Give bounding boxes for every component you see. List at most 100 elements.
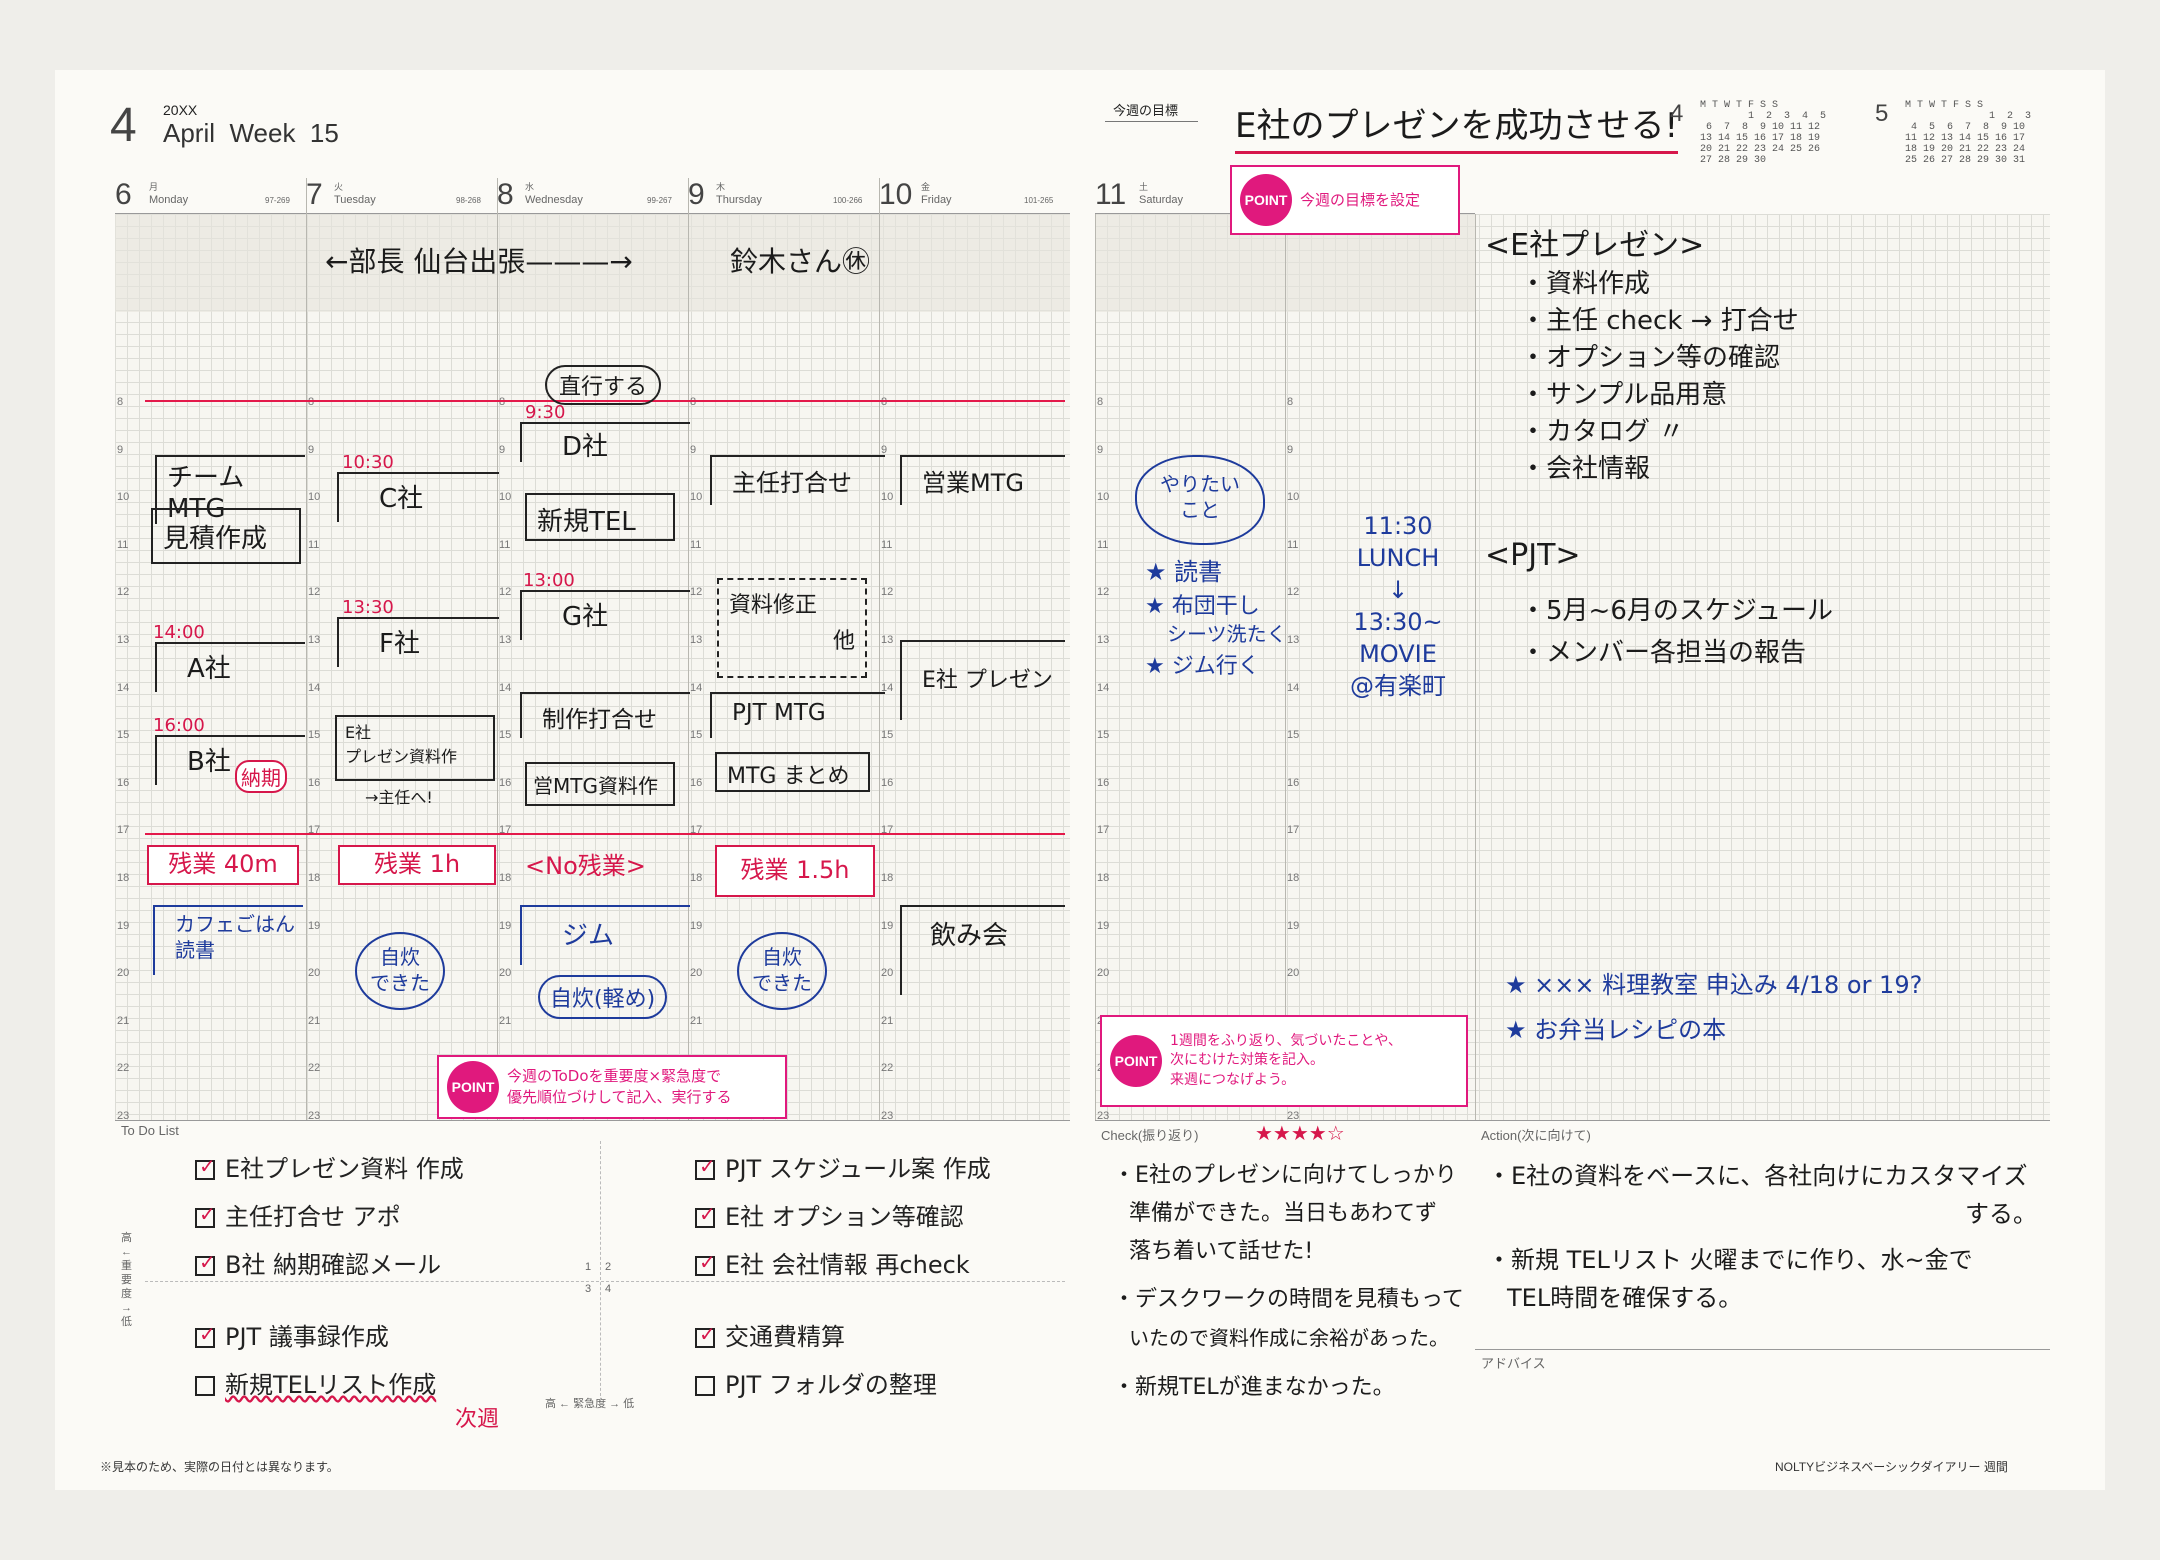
memo-pjt-heading: <PJT>: [1485, 538, 1581, 573]
day-header-row: 6 月 Monday 97-269 7 火 Tuesday 98-268 8 水…: [115, 178, 1070, 214]
memo-cooking-class: ★ ××× 料理教室 申込み 4/18 or 19?: [1505, 971, 1923, 999]
hour-label: 22: [117, 1062, 130, 1075]
checkbox-icon[interactable]: [695, 1154, 716, 1180]
todo-item-text: 主任打合せ アポ: [225, 1203, 401, 1231]
point-badge: POINT: [1240, 174, 1292, 226]
diary-spread: 4 20XX April Week 15 今週の目標 E社のプレゼンを成功させる…: [55, 70, 2105, 1490]
hour-label: 14: [1097, 681, 1110, 694]
hour-label: 23: [1097, 1110, 1110, 1122]
point-review-tip: POINT 1週間をふり返り、気づいたことや、 次にむけた対策を記入。 来週につ…: [1100, 1015, 1468, 1107]
hour-label: 22: [881, 1062, 894, 1075]
sun-plans: 11:30 LUNCH ↓ 13:30~ MOVIE @有楽町: [1350, 510, 1446, 702]
todo-item[interactable]: 交通費精算: [695, 1317, 845, 1352]
sun-time-1130: 11:30: [1363, 512, 1433, 540]
tue-e-presentation-doc: E社 プレゼン資料作: [335, 715, 495, 781]
checkbox-icon[interactable]: [195, 1154, 216, 1180]
tue-cooked-2: できた: [370, 971, 430, 995]
check-notes: ・E社のプレゼンに向けてしっかり 準備ができた。当日もあわてず 落ち着いて話せた…: [1113, 1157, 1473, 1407]
memo-bento-book: ★ お弁当レシピの本: [1505, 1016, 1727, 1044]
hour-label: 21: [308, 1014, 321, 1027]
memo-item: ・カタログ 〃: [1520, 417, 1685, 447]
todo-item[interactable]: PJT フォルダの整理: [695, 1365, 937, 1400]
todo-item-text: E社プレゼン資料 作成: [225, 1155, 464, 1183]
hour-label: 10: [117, 491, 130, 504]
month-week-label: April Week 15: [163, 118, 339, 148]
todo-item[interactable]: 新規TELリスト作成: [195, 1365, 436, 1400]
checkbox-icon[interactable]: [695, 1376, 715, 1396]
hour-label: 14: [117, 681, 130, 694]
todo-quadrant-2: 2: [605, 1261, 612, 1273]
sun-movie: MOVIE: [1359, 640, 1437, 668]
hour-label: 18: [117, 872, 130, 884]
checkbox-icon[interactable]: [195, 1202, 216, 1228]
mini-cal-month-4: 4: [1670, 100, 1684, 127]
todo-item[interactable]: E社 オプション等確認: [695, 1197, 964, 1232]
todo-item-text: E社 会社情報 再check: [725, 1251, 970, 1279]
hour-label: 16: [117, 776, 130, 789]
check-line: 落ち着いて話せた!: [1129, 1239, 1314, 1264]
next-week-note: 次週: [455, 1407, 500, 1432]
todo-quadrant-3: 3: [585, 1283, 592, 1295]
hour-label: 20: [117, 967, 130, 980]
fri-sales-mtg: 営業MTG: [900, 455, 1065, 505]
checkbox-icon[interactable]: [695, 1322, 716, 1348]
hour-label: 15: [1287, 729, 1300, 742]
todo-item[interactable]: B社 納期確認メール: [195, 1245, 441, 1280]
hour-label: 23: [308, 1110, 321, 1122]
hour-label: 11: [1287, 538, 1299, 551]
mon-cafe-reading: カフェごはん 読書: [153, 905, 303, 975]
col-sep: [688, 178, 689, 1178]
todo-importance-axis: 高 ← 重要度 → 低: [121, 1232, 132, 1328]
mini-cal-month-5: 5: [1875, 100, 1889, 127]
checkbox-icon[interactable]: [195, 1250, 216, 1276]
hour-label: 19: [881, 919, 894, 932]
point-todo-line-1: 今週のToDoを重要度×緊急度で: [507, 1067, 722, 1085]
point-badge: POINT: [1110, 1035, 1162, 1087]
memo-item: ・会社情報: [1520, 454, 1651, 484]
todo-item-text: E社 オプション等確認: [725, 1203, 964, 1231]
hour-label: 9: [1097, 443, 1104, 456]
hour-label: 10: [308, 491, 321, 504]
hour-label: 15: [1097, 729, 1110, 742]
thu-overtime: 残業 1.5h: [715, 845, 875, 897]
check-line: ・デスクワークの時間を見積もって: [1113, 1287, 1464, 1312]
wed-d-company: D社: [520, 422, 690, 462]
thu-pjt-mtg: PJT MTG: [710, 692, 885, 738]
checkbox-icon[interactable]: [695, 1202, 716, 1228]
action-label: Action(次に向けて): [1481, 1128, 1591, 1143]
hour-label: 9: [308, 443, 315, 456]
hour-label: 13: [690, 634, 703, 646]
memo-item: ・5月~6月のスケジュール: [1520, 596, 1834, 626]
checkbox-icon[interactable]: [195, 1322, 216, 1348]
hour-label: 22: [308, 1062, 321, 1075]
memo-item: ・主任 check → 打合せ: [1520, 306, 1799, 336]
hour-label: 8: [1097, 396, 1104, 408]
todo-item[interactable]: 主任打合せ アポ: [195, 1197, 401, 1232]
hour-label: 8: [690, 396, 697, 408]
hour-label: 21: [881, 1014, 894, 1027]
mon-time-1600: 16:00: [153, 715, 205, 736]
wed-direct: 直行する: [545, 365, 662, 405]
col-sep: [306, 178, 307, 1178]
tue-presentation-doc: プレゼン資料作: [345, 747, 458, 766]
todo-item[interactable]: E社プレゼン資料 作成: [195, 1149, 464, 1184]
todo-item-text: 新規TELリスト作成: [225, 1371, 437, 1399]
hour-label: 11: [690, 538, 702, 551]
todo-item[interactable]: PJT 議事録作成: [195, 1317, 389, 1352]
start-time-line: [145, 400, 1065, 402]
checkbox-icon[interactable]: [195, 1376, 215, 1396]
sun-location: @有楽町: [1350, 672, 1446, 700]
todo-item-text: 交通費精算: [725, 1323, 845, 1351]
sat-wish-2: こと: [1180, 498, 1220, 522]
check-section: Check(振り返り) ★★★★☆ ・E社のプレゼンに向けてしっかり 準備ができ…: [1095, 1120, 1475, 1465]
hour-label: 20: [690, 967, 703, 980]
todo-item[interactable]: PJT スケジュール案 作成: [695, 1149, 991, 1184]
checkbox-icon[interactable]: [695, 1250, 716, 1276]
hour-label: 21: [117, 1014, 130, 1027]
hour-label: 23: [881, 1110, 894, 1122]
col-sep: [879, 178, 880, 1178]
hour-label: 18: [881, 872, 894, 884]
trip-note: ←部長 仙台出張———→: [325, 245, 633, 278]
todo-item[interactable]: E社 会社情報 再check: [695, 1245, 970, 1280]
hour-label: 15: [117, 729, 130, 742]
